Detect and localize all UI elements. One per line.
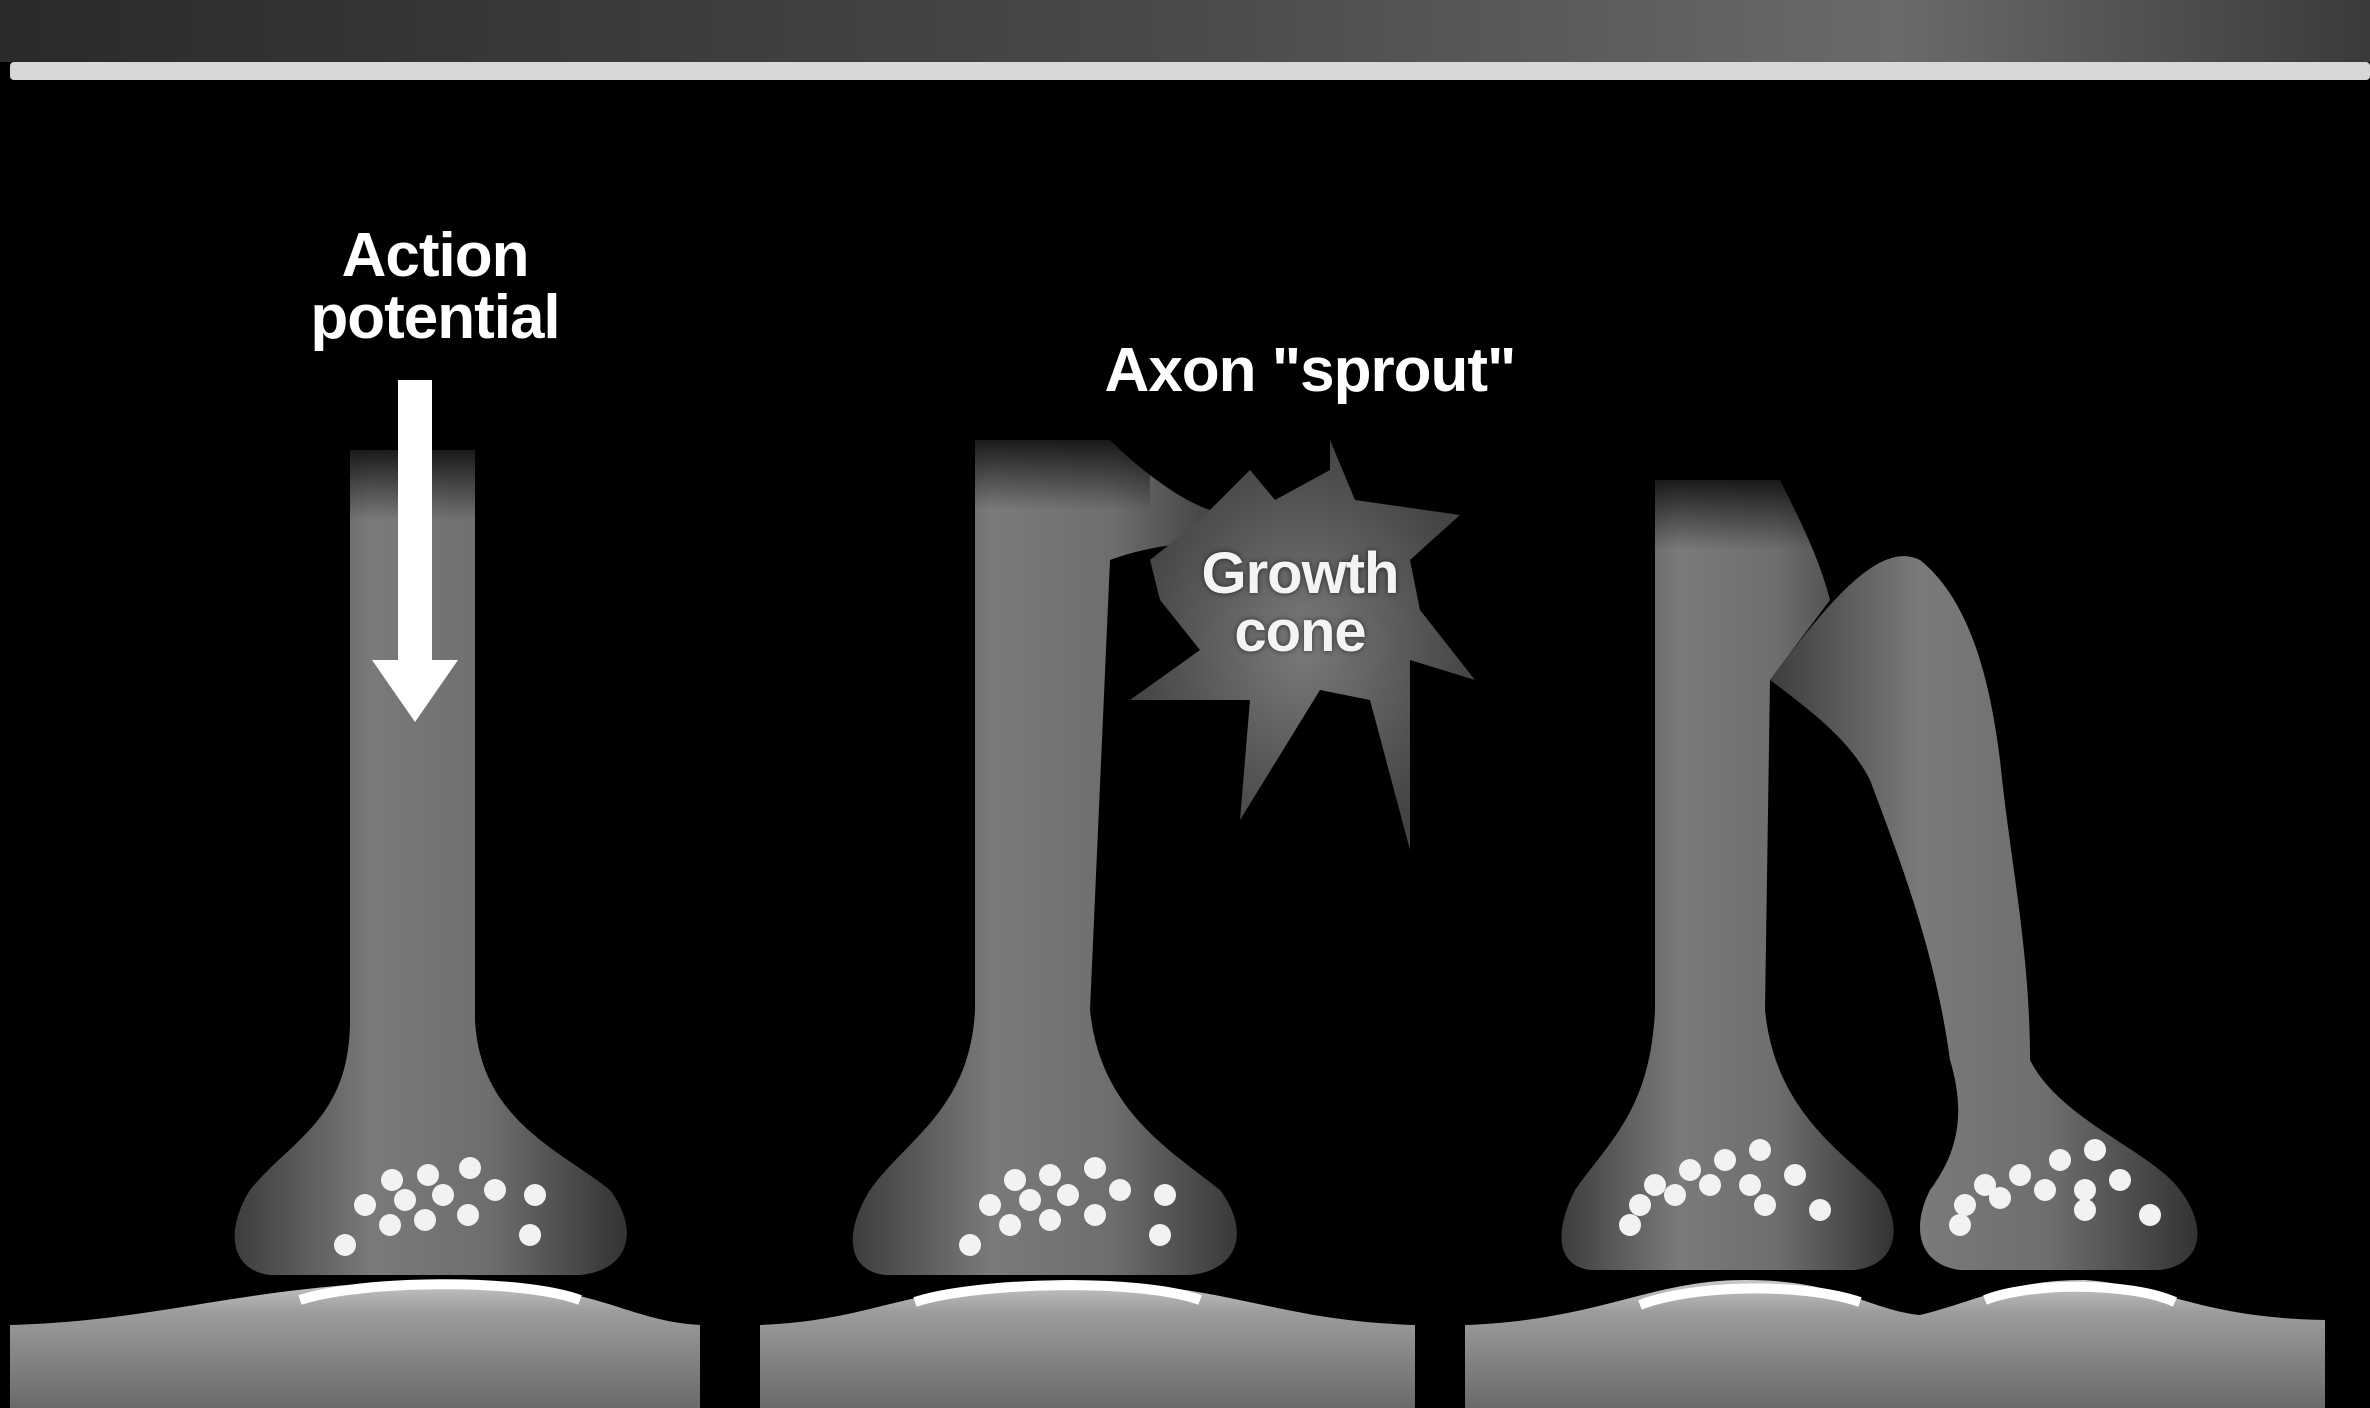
axon-shaft [852, 440, 1250, 1275]
growth-cone-label-line2: cone [1234, 599, 1366, 664]
axon-sprout-label: Axon "sprout" [1104, 336, 1517, 405]
postsynaptic-membrane [760, 1280, 1415, 1408]
action-potential-label-line2: potential [310, 283, 560, 352]
growth-cone [1130, 440, 1475, 850]
action-potential-arrow [372, 380, 458, 722]
axon-shaft [234, 450, 627, 1275]
normal-terminal [10, 380, 700, 1408]
postsynaptic-membrane [1465, 1280, 2325, 1408]
branched-terminal [1465, 460, 2325, 1408]
synaptic-vesicles [334, 1157, 546, 1256]
top-banner [0, 0, 2370, 62]
action-potential-label-line1: Action [341, 221, 530, 290]
synaptic-vesicles [959, 1157, 1176, 1256]
sprouting-terminal [760, 420, 1475, 1408]
action-potential-label: Action potential [245, 225, 625, 349]
synaptic-vesicles [1619, 1139, 1831, 1236]
growth-cone-label-line1: Growth [1201, 541, 1400, 606]
growth-cone-label: Growth cone [1100, 545, 1500, 661]
postsynaptic-membrane [10, 1279, 700, 1408]
top-divider [10, 62, 2370, 80]
axon-new-branch [1770, 556, 2198, 1270]
axon-main-branch [1561, 480, 1894, 1270]
synaptic-vesicles-branch [1949, 1139, 2161, 1236]
